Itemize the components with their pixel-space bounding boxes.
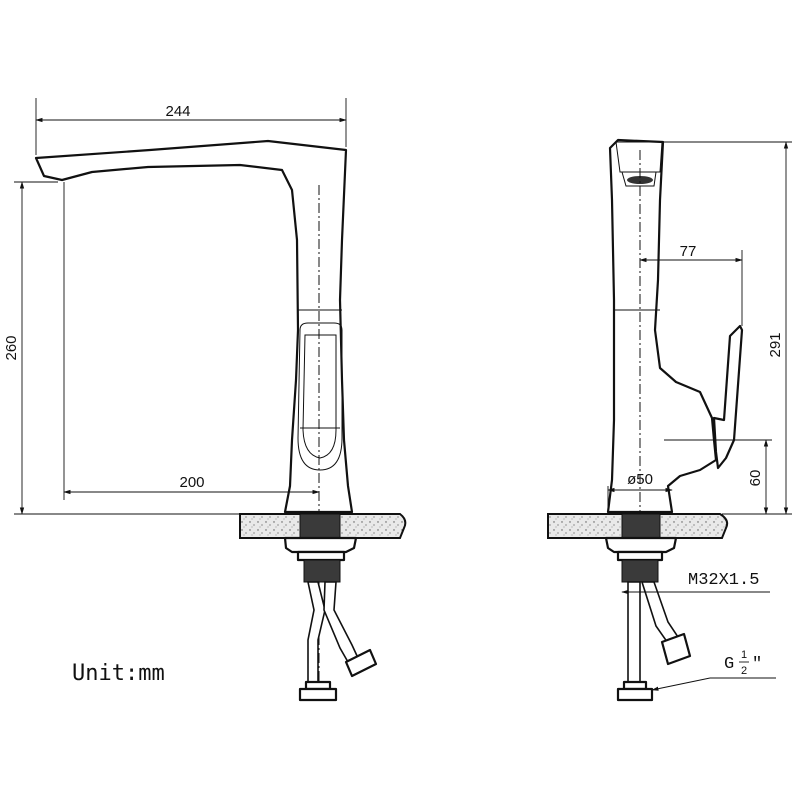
front-base-nut [283, 536, 358, 554]
side-nut-lower [616, 550, 664, 562]
front-view: 244 260 200 [3, 98, 407, 702]
front-hose-nut-left [298, 687, 338, 702]
unit-label: Unit:mm [72, 661, 165, 686]
thread-mount-label: M32X1.5 [688, 571, 759, 590]
dim-200-label: 200 [179, 474, 204, 491]
svg-text:2: 2 [741, 665, 747, 677]
side-lever-handle [712, 324, 744, 470]
front-mount-thread [299, 513, 341, 539]
front-faucet-body [34, 139, 354, 514]
side-aerator [615, 141, 663, 173]
front-shank-thread [303, 559, 341, 583]
svg-text:G: G [724, 655, 734, 674]
side-hose-nut-right [660, 632, 692, 666]
svg-text:1: 1 [741, 649, 747, 661]
dim-244-label: 244 [165, 103, 190, 120]
side-aerator-ring [621, 171, 657, 187]
side-hose-nut-left [616, 687, 654, 702]
front-nut-lower [296, 550, 346, 562]
dim-260-label: 260 [3, 335, 20, 360]
side-aerator-outlet [627, 176, 653, 184]
side-mount-thread [621, 513, 661, 539]
svg-text:″: ″ [752, 655, 762, 674]
inlet-leader-line [651, 677, 711, 691]
front-hose-right [323, 581, 360, 664]
side-hose-left [627, 581, 641, 683]
front-handle-recess [297, 322, 343, 471]
dim-60-label: 60 [747, 470, 764, 487]
front-hose-left [307, 581, 326, 683]
dim-77-label: 77 [680, 243, 697, 260]
side-view: 77 291 60 ø50 M32X1.5 G 1 2 ″ [547, 138, 792, 702]
dim-d50-label: ø50 [627, 471, 653, 488]
dim-291-label: 291 [767, 332, 784, 357]
front-handle-inner [302, 334, 337, 459]
front-hose-nut-right [344, 648, 378, 678]
inlet-thread-label: G 1 2 ″ [724, 649, 762, 677]
side-faucet-body [606, 138, 718, 514]
side-base-nut [604, 536, 678, 554]
side-shank-thread [621, 559, 659, 583]
